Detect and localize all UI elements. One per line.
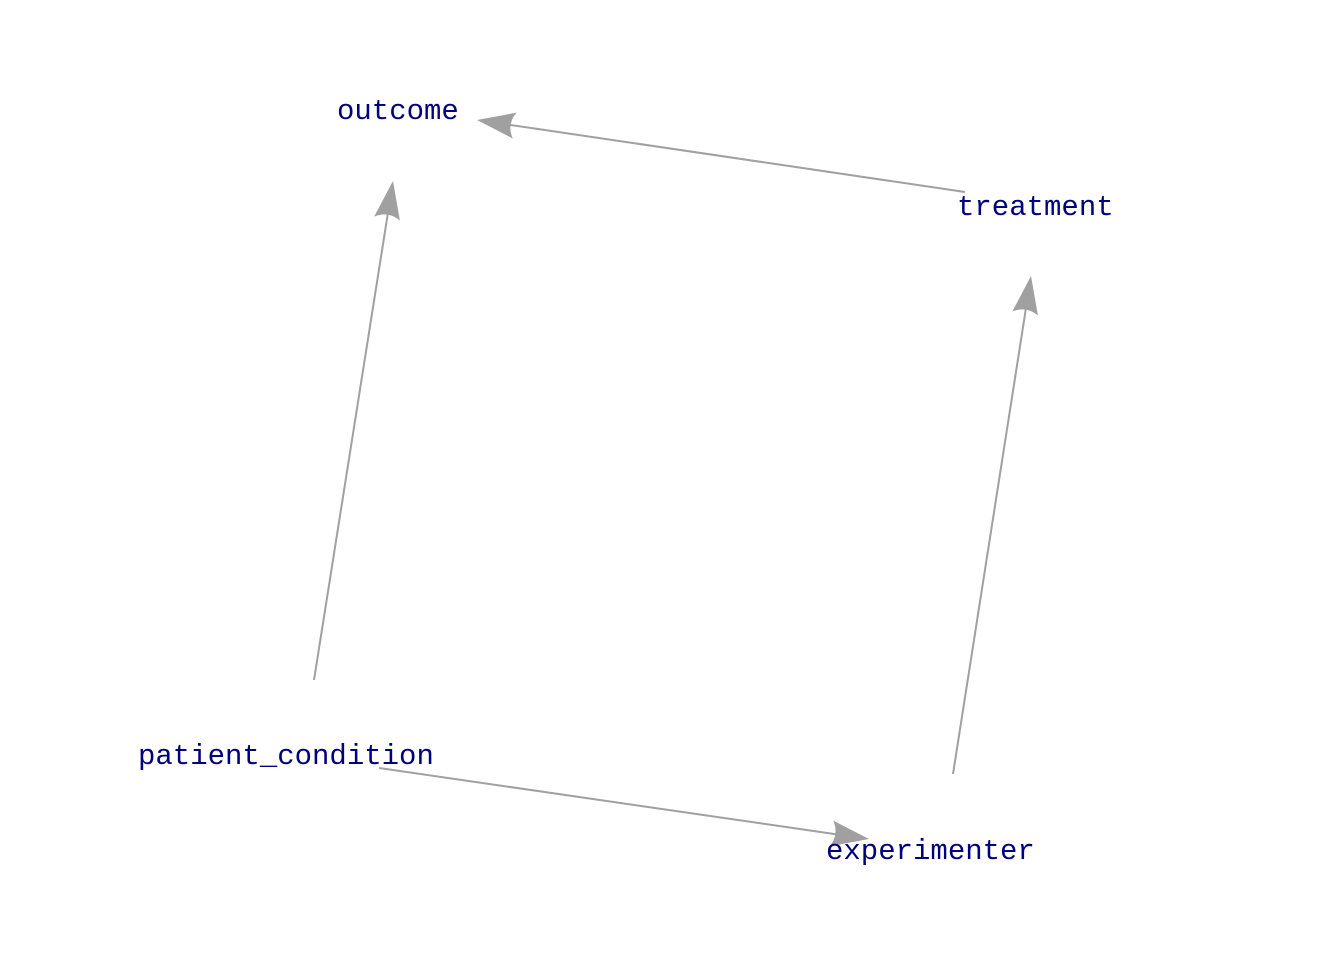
arrowhead-treatment-icon bbox=[1012, 276, 1038, 316]
node-experimenter: experimenter bbox=[826, 835, 1035, 868]
node-patient-condition: patient_condition bbox=[138, 740, 434, 773]
edge-experimenter-to-treatment bbox=[952, 305, 1028, 775]
nodes-layer: outcome treatment patient_condition expe… bbox=[138, 95, 1114, 868]
edges-layer bbox=[313, 112, 1038, 847]
arrowhead-experimenter-icon bbox=[829, 820, 869, 847]
edge-patient-condition-to-outcome bbox=[313, 210, 390, 681]
edge-patient-condition-to-experimenter bbox=[378, 767, 840, 836]
arrowhead-outcome-icon bbox=[374, 181, 400, 221]
edge-treatment-to-outcome bbox=[506, 123, 966, 193]
arrowhead-outcome-icon bbox=[477, 112, 517, 139]
node-outcome: outcome bbox=[337, 95, 459, 128]
node-treatment: treatment bbox=[957, 191, 1114, 224]
